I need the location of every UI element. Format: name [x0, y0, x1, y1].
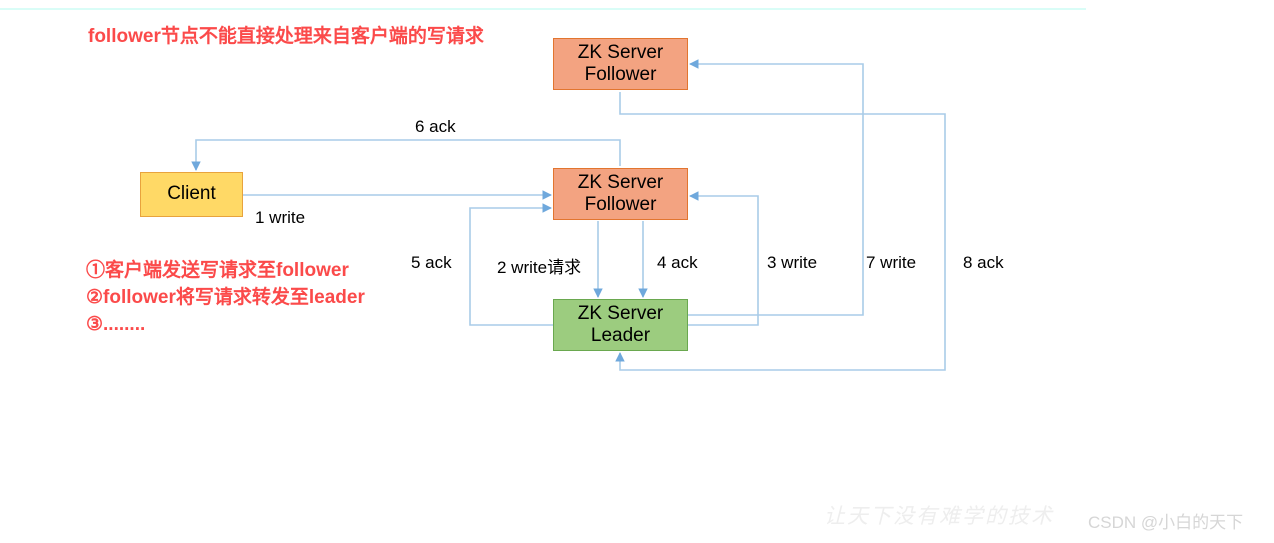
annotation-step-list: ①客户端发送写请求至follower ②follower将写请求转发至leade…: [86, 258, 365, 339]
node-zk-server-leader[interactable]: ZK Server Leader: [553, 299, 688, 351]
edge-label-2-write-request: 2 write请求: [497, 258, 582, 277]
node-zk-server-follower-top[interactable]: ZK Server Follower: [553, 38, 688, 90]
node-label: Client: [167, 183, 216, 205]
edge-label-3-write: 3 write: [767, 253, 818, 272]
node-title-line1: ZK Server: [577, 41, 664, 63]
node-title-line1: ZK Server: [577, 302, 664, 324]
edge-8-ack: [615, 92, 946, 371]
annotation-step-2: ②follower将写请求转发至leader: [86, 286, 365, 308]
node-title-line2: Leader: [590, 325, 651, 346]
edge-label-8-ack: 8 ack: [963, 253, 1004, 272]
node-zk-server-follower-middle[interactable]: ZK Server Follower: [553, 168, 688, 220]
top-rule-divider: [0, 8, 1086, 10]
annotation-step-1: ①客户端发送写请求至follower: [86, 260, 349, 281]
edge-label-1-write: 1 write: [255, 208, 306, 227]
edge-7-write: [688, 59, 864, 316]
annotation-step-3: ③........: [86, 313, 146, 335]
edge-3-write: [688, 191, 759, 326]
node-title-line2: Follower: [584, 64, 657, 85]
edge-label-7-write: 7 write: [866, 253, 917, 272]
edge-5-ack: [469, 203, 553, 326]
node-title-line2: Follower: [584, 194, 657, 215]
annotation-title: follower节点不能直接处理来自客户端的写请求: [88, 26, 484, 47]
edge-label-5-ack: 5 ack: [411, 253, 452, 272]
watermark-slogan: 让天下没有难学的技术: [824, 504, 1054, 528]
node-title-line1: ZK Server: [577, 171, 664, 193]
edge-6-ack: [191, 139, 621, 171]
watermark-csdn-author: CSDN @小白的天下: [1088, 513, 1244, 532]
edge-label-4-ack: 4 ack: [657, 253, 698, 272]
edge-label-6-ack: 6 ack: [415, 117, 456, 136]
node-client[interactable]: Client: [140, 172, 243, 217]
